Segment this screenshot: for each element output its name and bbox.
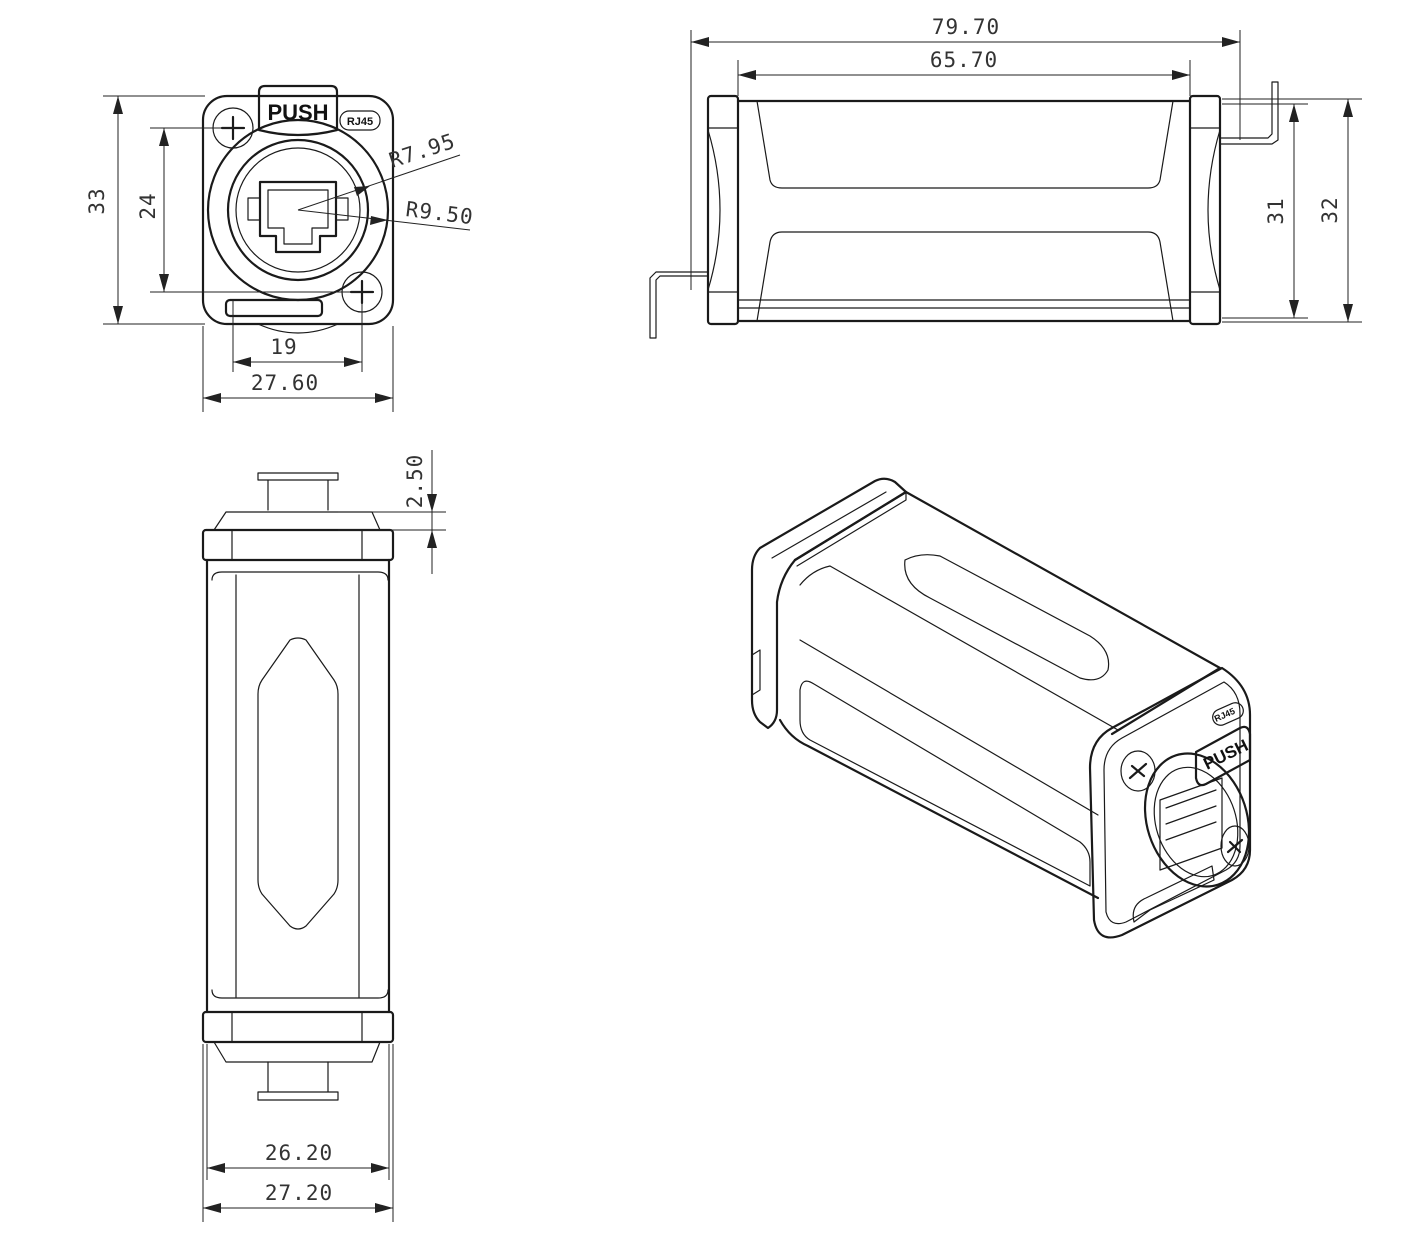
dim-radius-outer: R9.50: [404, 197, 475, 229]
side-view: [649, 81, 1279, 339]
dim-height-holes: 24: [136, 192, 160, 219]
dim-length-body: 65.70: [930, 48, 998, 72]
dim-width-outer: 27.60: [251, 371, 319, 395]
dim-width-holes: 19: [270, 335, 297, 359]
front-view-dimensions: 33 24 R7.95 R9.50 19 27.60: [85, 95, 475, 412]
screw-icon: [1226, 838, 1244, 854]
dim-height-body: 31: [1264, 197, 1288, 224]
side-view-dimensions: 79.70 65.70 31 32: [690, 15, 1362, 323]
dim-tab-offset: 2.50: [403, 454, 427, 509]
dim-height-outer: 33: [85, 187, 109, 214]
top-view-dimensions: 2.50 26.20 27.20: [202, 450, 446, 1222]
front-push-label: PUSH: [267, 100, 328, 125]
dim-length-overall: 79.70: [932, 15, 1000, 39]
screw-icon: [1128, 762, 1148, 780]
front-rj45-label: RJ45: [347, 116, 373, 128]
dim-width-flange: 27.20: [265, 1181, 333, 1205]
iso-push-label: PUSH: [1200, 736, 1251, 774]
dim-height-flange: 32: [1318, 196, 1342, 223]
dim-radius-inner: R7.95: [386, 129, 458, 173]
dim-width-body: 26.20: [265, 1141, 333, 1165]
isometric-view: PUSH RJ45: [750, 477, 1251, 939]
top-view: [201, 472, 395, 1101]
